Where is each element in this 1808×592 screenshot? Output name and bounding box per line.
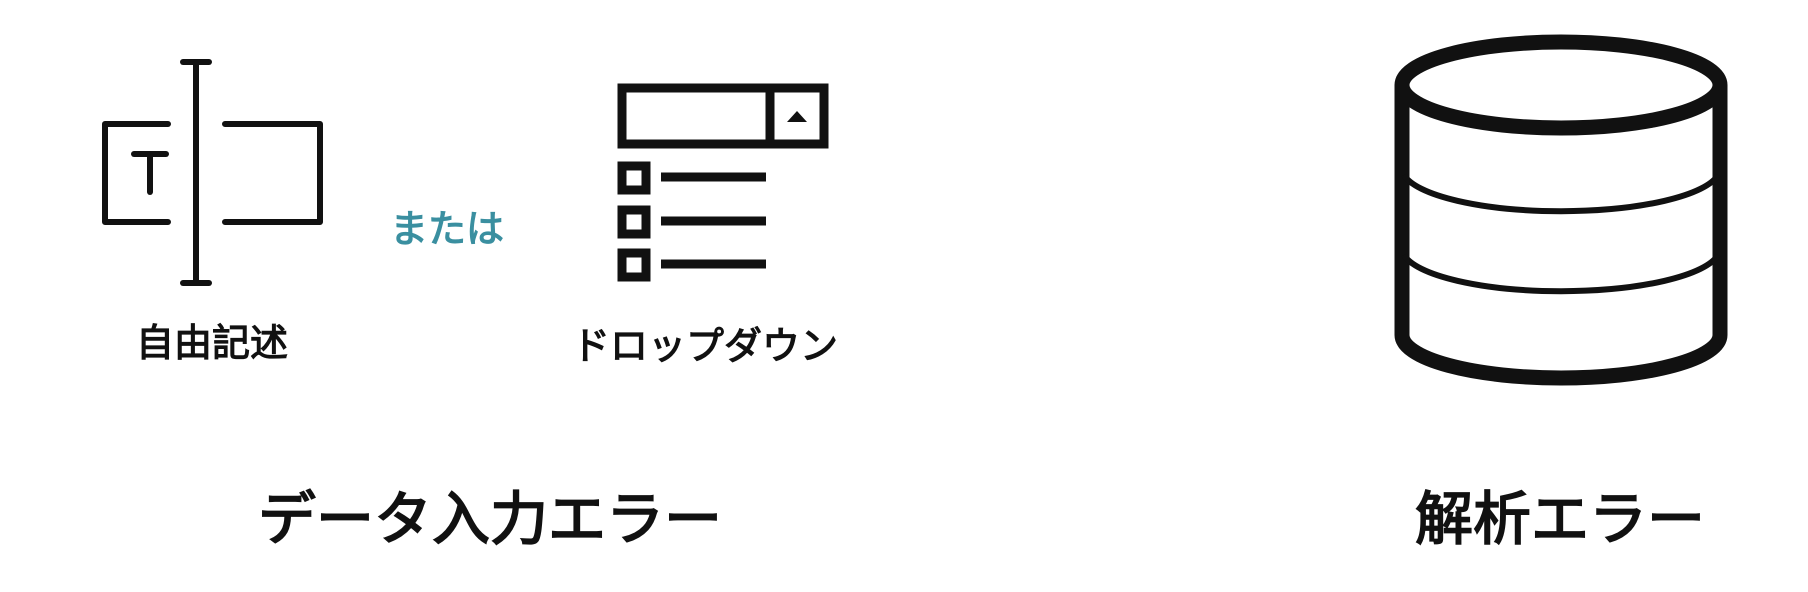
dropdown-label: ドロップダウン [571, 324, 838, 368]
or-label: または [390, 207, 505, 251]
analysis-error-title: 解析エラー [1414, 485, 1705, 553]
free-text-label: 自由記述 [135, 321, 288, 365]
data-entry-error-title: データ入力エラー [257, 485, 722, 553]
